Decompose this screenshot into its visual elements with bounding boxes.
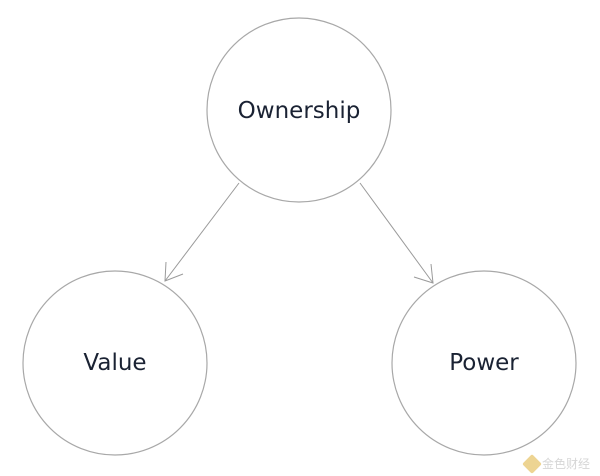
node-ownership-label: Ownership <box>238 98 361 124</box>
node-value: Value <box>22 270 208 456</box>
edge-ownership-to-power <box>359 182 434 284</box>
edge-ownership-to-value <box>164 182 240 282</box>
watermark-logo-icon <box>522 453 542 474</box>
watermark-text: 金色财经 <box>541 457 590 471</box>
watermark: 金色财经 <box>522 453 590 474</box>
node-value-label: Value <box>83 350 146 376</box>
node-ownership: Ownership <box>206 17 392 203</box>
node-power-label: Power <box>449 350 519 376</box>
node-power: Power <box>391 270 577 456</box>
